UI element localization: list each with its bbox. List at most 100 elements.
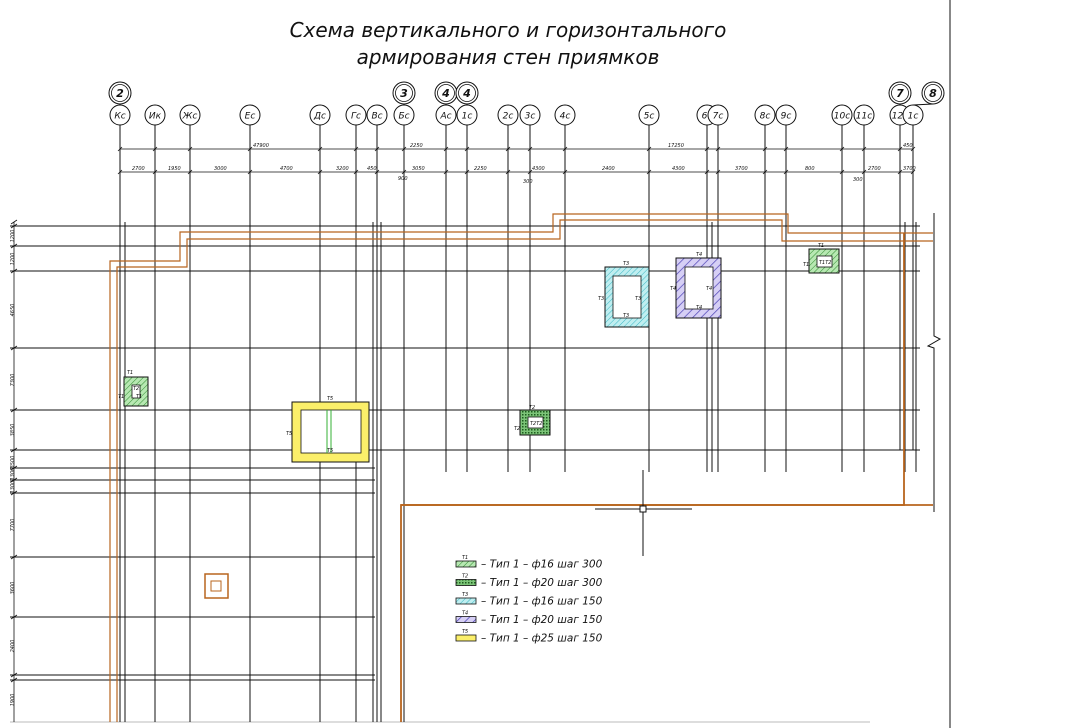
overall-dim-3: 17250 — [668, 143, 684, 149]
dim-tick — [353, 169, 359, 175]
dim-tick — [527, 146, 533, 152]
legend-text: – Тип 1 – ф16 шаг 300 — [481, 559, 603, 571]
mark-t3: Т3 — [598, 296, 604, 302]
seg-dim: 3000 — [214, 166, 227, 172]
dim-tick — [247, 146, 253, 152]
row-dim-label: 3600 — [10, 582, 16, 595]
grid-number: 7 — [896, 87, 904, 100]
mark-t5: Т5 — [286, 431, 292, 437]
crosshair-cursor-icon — [595, 470, 692, 556]
axis-bubble — [144, 104, 166, 126]
pit-t4: Т4 Т4 Т4 Т4 — [670, 252, 722, 319]
row-dimension-chain: 1200120046507300385035001300130077003600… — [10, 219, 18, 722]
row-dim-label: 1300 — [10, 468, 16, 481]
dim-tick — [861, 169, 867, 175]
dim-tick — [317, 146, 323, 152]
axis-label: Ик — [149, 112, 162, 122]
legend-text: – Тип 1 – ф25 шаг 150 — [481, 633, 603, 645]
mark-t5: Т5 — [327, 448, 333, 454]
axis-label: Гс — [351, 112, 361, 122]
legend-tag: Т5 — [462, 629, 468, 635]
dim-tick — [646, 169, 652, 175]
axis-bubble — [638, 104, 660, 126]
axis-bubble — [554, 104, 576, 126]
seg-dim: 3700 — [735, 166, 748, 172]
bubble-leader — [912, 103, 934, 106]
mark-t1: Т1 — [803, 262, 809, 268]
seg-dim: 2250 — [474, 166, 487, 172]
segment-dimension-chain: 2700 1950 3000 4700 3200 450 3050 2250 4… — [120, 166, 916, 185]
dim-tick — [839, 146, 845, 152]
dim-tick — [505, 146, 511, 152]
axis-label: 4с — [560, 112, 571, 122]
legend-tag: Т4 — [462, 611, 468, 617]
break-line — [926, 213, 942, 512]
dim-tick — [464, 169, 470, 175]
axis-bubble — [179, 104, 201, 126]
row-dim-label: 2400 — [10, 640, 16, 653]
dim-tick — [353, 146, 359, 152]
mark-t2: Т2 — [133, 386, 139, 392]
axis-label: Бс — [398, 112, 409, 122]
axis-label: 2с — [503, 112, 514, 122]
axis-label: 5с — [644, 112, 655, 122]
legend-swatch — [455, 634, 477, 642]
axis-label: 1с — [462, 112, 473, 122]
row-dim-label: 1900 — [10, 694, 16, 707]
seg-dim: 3050 — [412, 166, 425, 172]
mark-t2: Т2 — [514, 426, 520, 432]
dim-tick — [187, 146, 193, 152]
dim-tick — [117, 169, 123, 175]
dim-tick — [715, 169, 721, 175]
mark-t3: Т3 — [635, 296, 641, 302]
dim-tick — [783, 146, 789, 152]
legend-text: – Тип 1 – ф16 шаг 150 — [481, 596, 603, 608]
offset-dim: 300 — [523, 179, 533, 185]
axis-label: 3с — [525, 112, 536, 122]
legend-swatch — [455, 579, 477, 586]
wall-outline — [109, 213, 933, 722]
legend-text: – Тип 1 – ф20 шаг 300 — [481, 577, 603, 589]
dim-tick — [527, 169, 533, 175]
legend-tag: Т1 — [462, 555, 468, 561]
axis-bubble — [239, 104, 261, 126]
mark-t4: Т4 — [706, 286, 712, 292]
dim-tick — [704, 169, 710, 175]
grid-number-bubble-inner — [891, 84, 909, 102]
dim-tick — [10, 490, 18, 496]
seg-dim: 800 — [805, 166, 815, 172]
dim-tick — [704, 146, 710, 152]
overall-dim-4: 450 — [903, 143, 913, 149]
legend-tag: Т2 — [462, 574, 468, 580]
axis-label: Кс — [114, 112, 125, 122]
mark-t3: Т3 — [623, 261, 629, 267]
offset-dim: 300 — [853, 177, 863, 183]
grid-number-bubble — [108, 81, 132, 105]
seg-dim: 3200 — [336, 166, 349, 172]
seg-dim: 4700 — [280, 166, 293, 172]
row-dim-label: 3850 — [10, 424, 16, 437]
dim-tick — [505, 169, 511, 175]
offset-dim: 900 — [398, 176, 408, 182]
dim-tick — [10, 614, 18, 620]
row-dim-label: 7300 — [10, 374, 16, 387]
mark-t3: Т3 — [623, 313, 629, 319]
row-dim-label: 4650 — [10, 304, 16, 317]
grid-number-bubble-inner — [924, 84, 942, 102]
row-dim-label: 7700 — [10, 519, 16, 532]
axis-label: 12с — [892, 112, 908, 122]
drawing-title-line2: армирования стен приямков — [357, 45, 660, 69]
drawing-title-line1: Схема вертикального и горизонтального — [290, 18, 727, 42]
axis-label: Вс — [371, 112, 382, 122]
grid-number: 4 — [462, 87, 471, 100]
dim-tick — [897, 146, 903, 152]
seg-dim: 450 — [367, 166, 377, 172]
overall-dim-2: 2250 — [410, 143, 423, 149]
axis-label: 9с — [781, 112, 792, 122]
grid-number-bubble-inner — [458, 84, 476, 102]
mark-t5: Т5 — [327, 396, 333, 402]
mark-t1: Т1 — [118, 394, 124, 400]
grid-number: 4 — [441, 87, 450, 100]
dim-tick — [10, 219, 18, 225]
